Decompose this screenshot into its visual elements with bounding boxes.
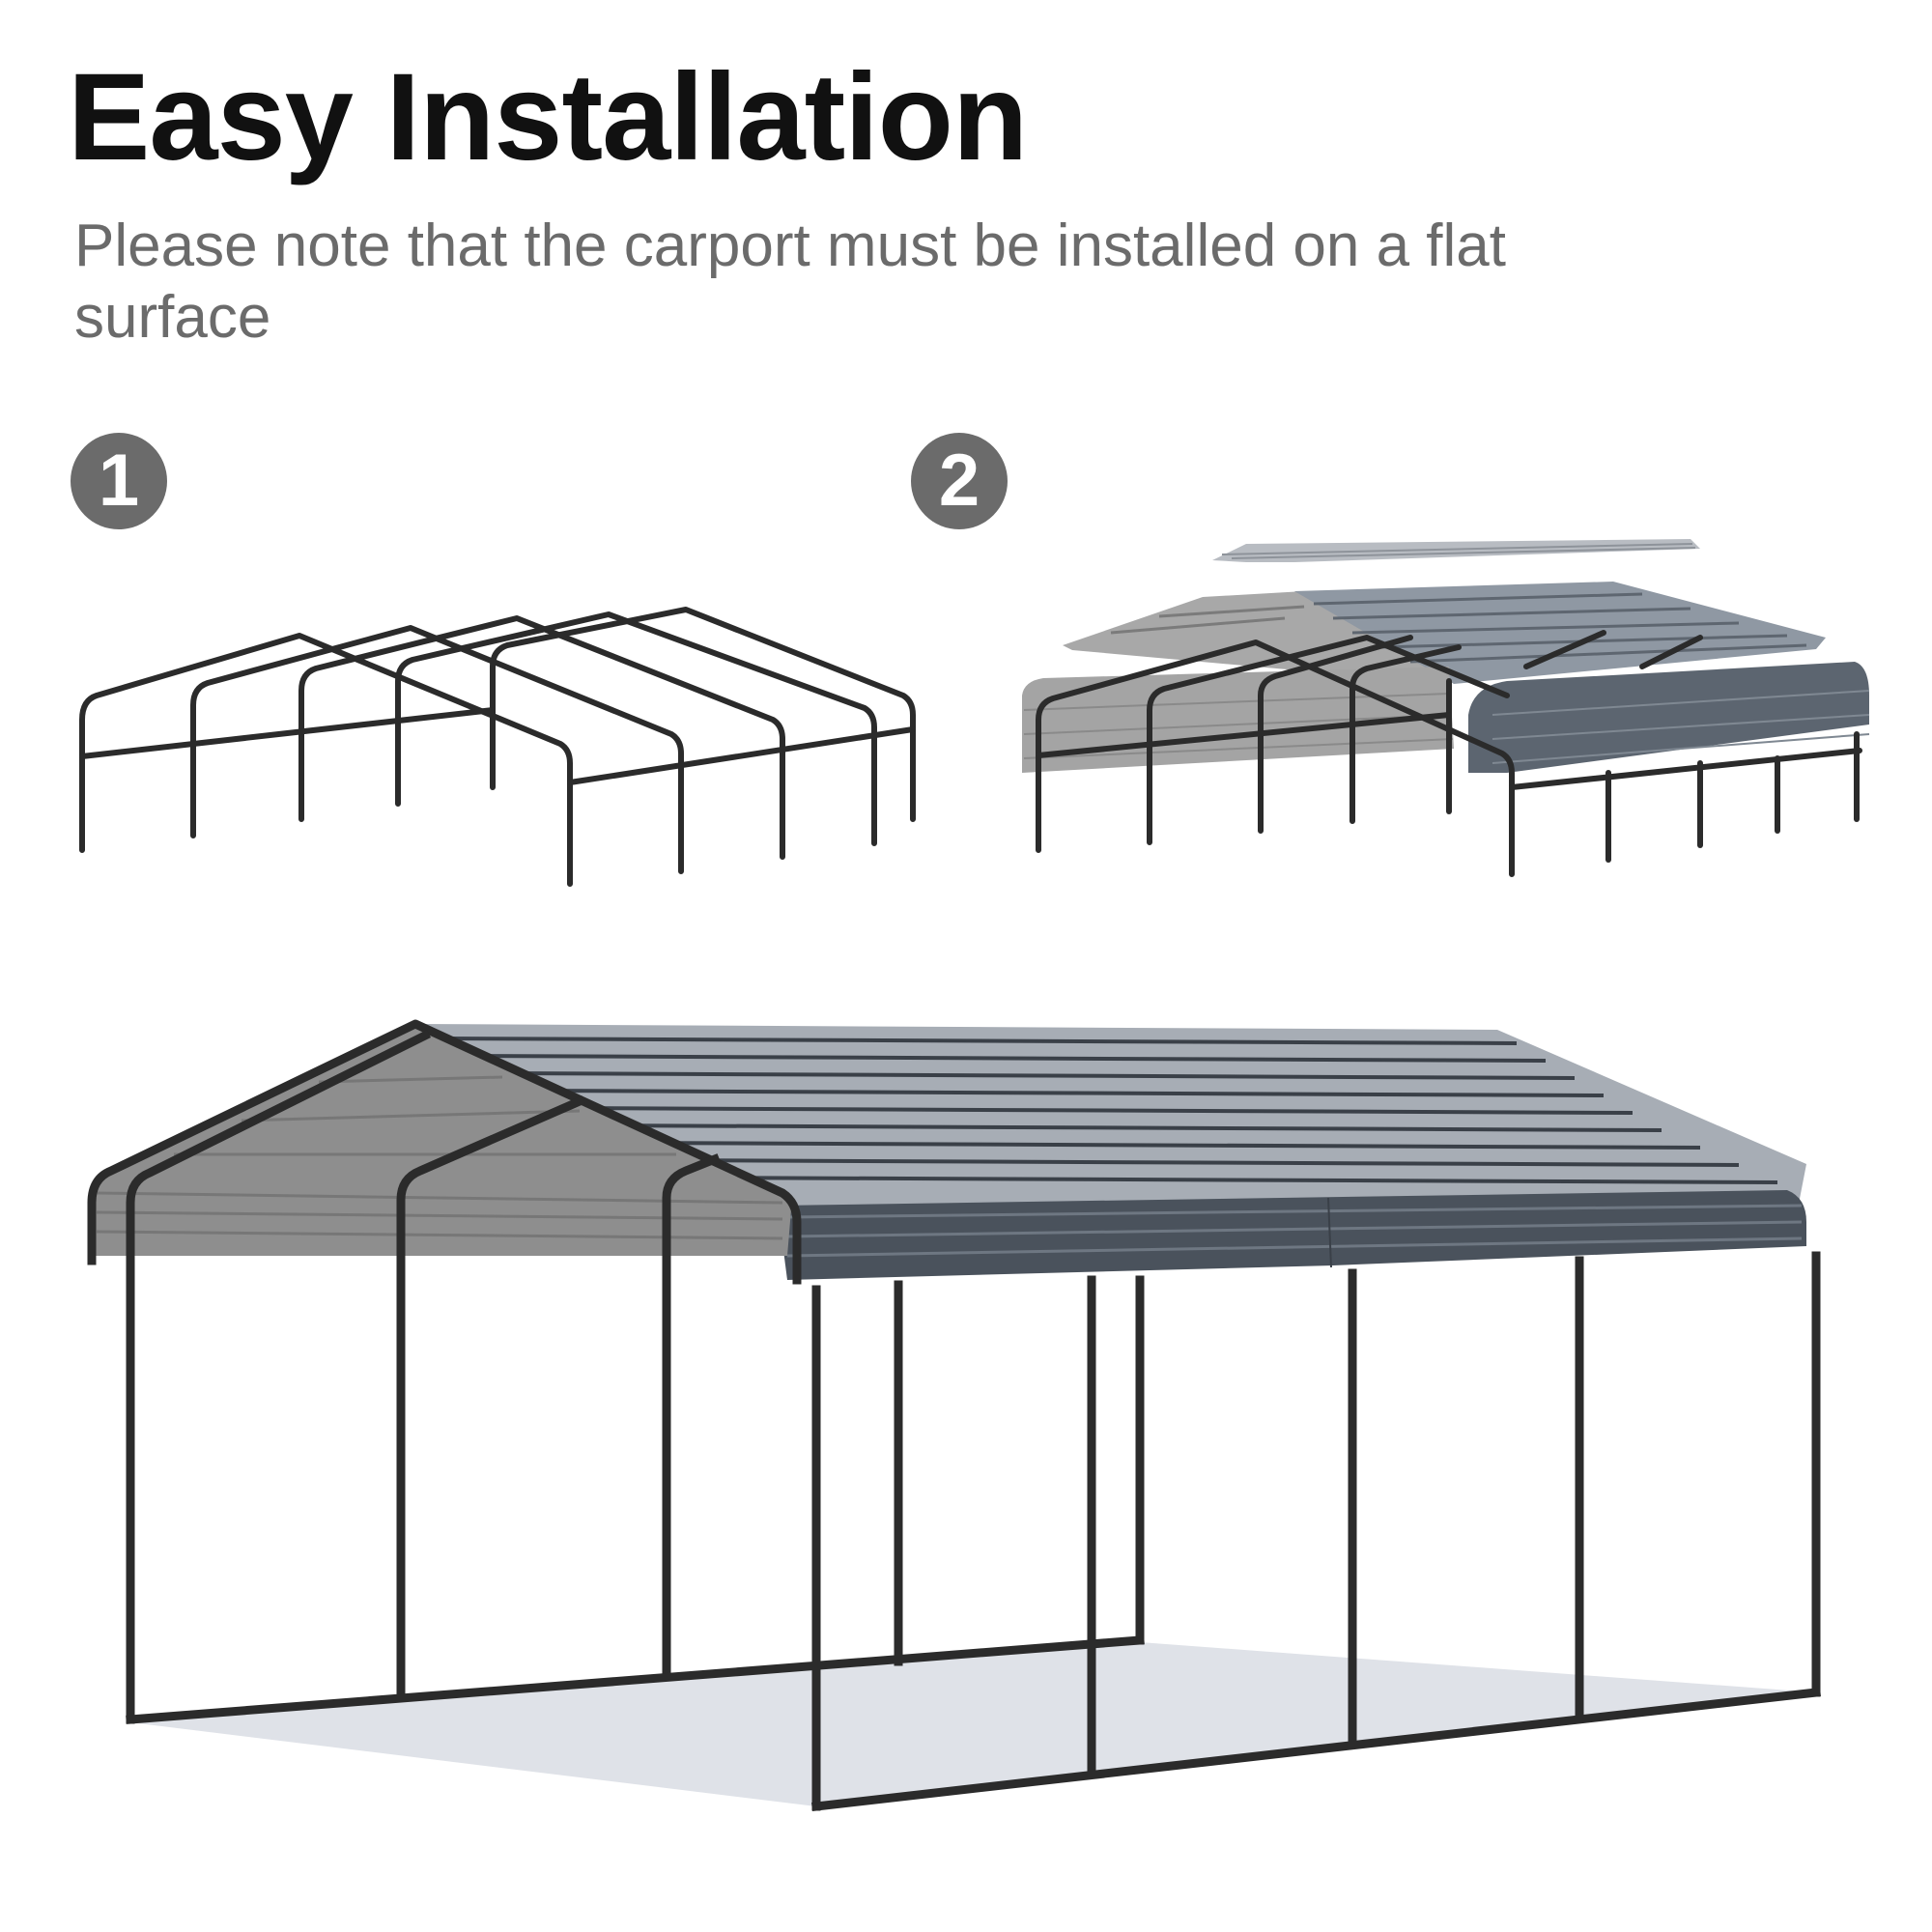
- step-1-badge: 1: [71, 433, 167, 529]
- floor-shadow: [130, 1642, 1816, 1806]
- step-2-number: 2: [938, 440, 980, 522]
- step-2-badge: 2: [911, 433, 1008, 529]
- page-title: Easy Installation: [68, 48, 1028, 186]
- step-1-number: 1: [98, 440, 140, 522]
- page-subtitle: Please note that the carport must be ins…: [74, 213, 1507, 351]
